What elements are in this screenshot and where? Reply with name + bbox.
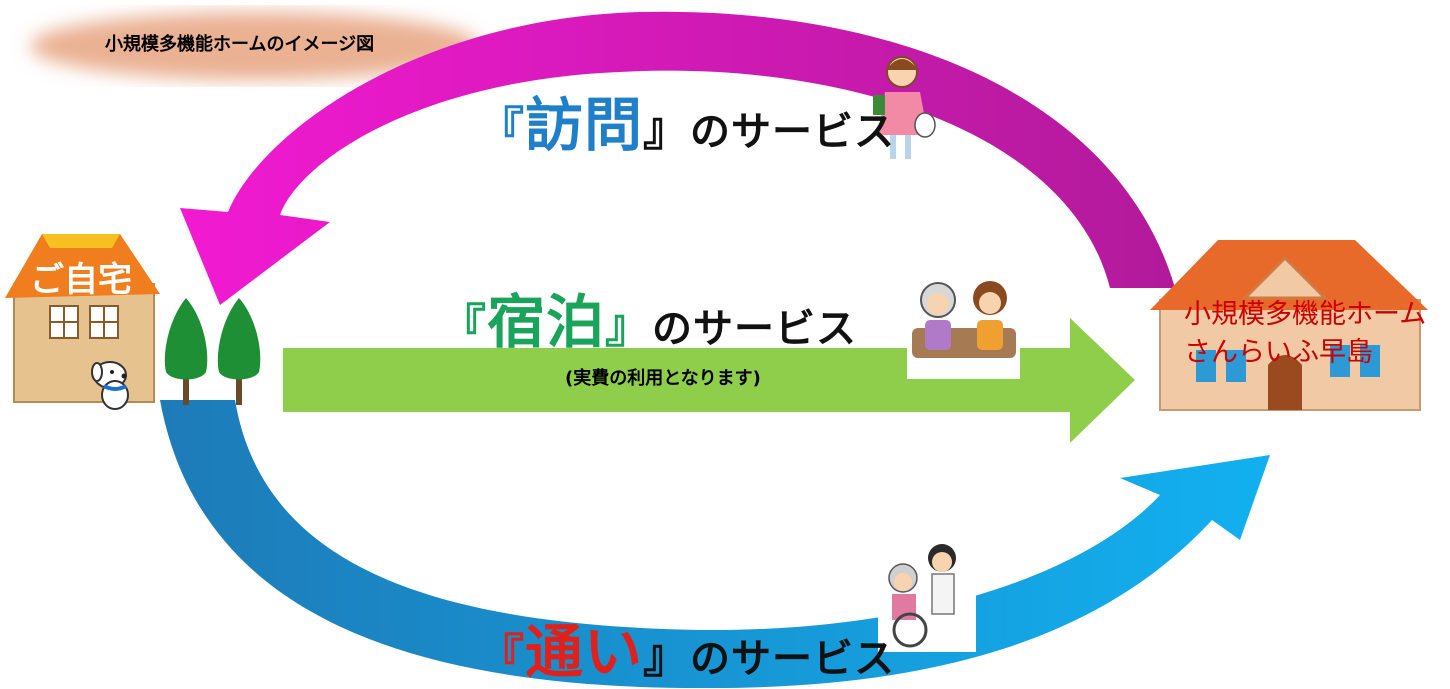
visit-close-bracket: 』 bbox=[643, 102, 691, 156]
stay-suffix: のサービス bbox=[652, 306, 858, 352]
day-suffix: のサービス bbox=[690, 636, 896, 682]
visit-open-bracket: 『 bbox=[478, 102, 525, 156]
diagram-title: 小規模多機能ホームのイメージ図 bbox=[105, 34, 375, 55]
tree-left bbox=[164, 298, 208, 405]
stay-close-bracket: 』 bbox=[605, 299, 653, 353]
tree-right bbox=[217, 298, 261, 405]
visit-service-label: 『訪問』のサービス bbox=[478, 78, 895, 162]
day-keyword: 通い bbox=[525, 618, 644, 686]
stay-seniors-illustration bbox=[907, 272, 1020, 379]
facility-name-line2: さんらいふ早島 bbox=[1184, 337, 1373, 368]
day-service-label: 『通い』のサービス bbox=[478, 605, 895, 689]
stay-open-bracket: 『 bbox=[440, 299, 487, 353]
home-window-1 bbox=[49, 305, 79, 339]
home-label: ご自宅 bbox=[30, 260, 132, 300]
visit-keyword: 訪問 bbox=[525, 91, 644, 159]
dog-illustration bbox=[91, 361, 129, 410]
visit-arrow bbox=[180, 11, 1175, 306]
home-window-2 bbox=[89, 305, 119, 339]
day-open-bracket: 『 bbox=[478, 629, 525, 683]
stay-service-label: 『宿泊』のサービス bbox=[440, 275, 857, 359]
facility-name-line1: 小規模多機能ホーム bbox=[1184, 299, 1427, 330]
day-arrow bbox=[160, 400, 1270, 689]
title-glow bbox=[30, 12, 480, 80]
day-wheelchair-illustration bbox=[878, 540, 976, 652]
home-house bbox=[5, 234, 160, 403]
visit-suffix: のサービス bbox=[690, 109, 896, 155]
stay-keyword: 宿泊 bbox=[487, 288, 606, 356]
day-close-bracket: 』 bbox=[643, 629, 691, 683]
visit-worker-illustration bbox=[873, 56, 936, 159]
stay-cost-note: (実費の利用となります) bbox=[565, 368, 761, 389]
facility-building bbox=[1150, 240, 1428, 411]
